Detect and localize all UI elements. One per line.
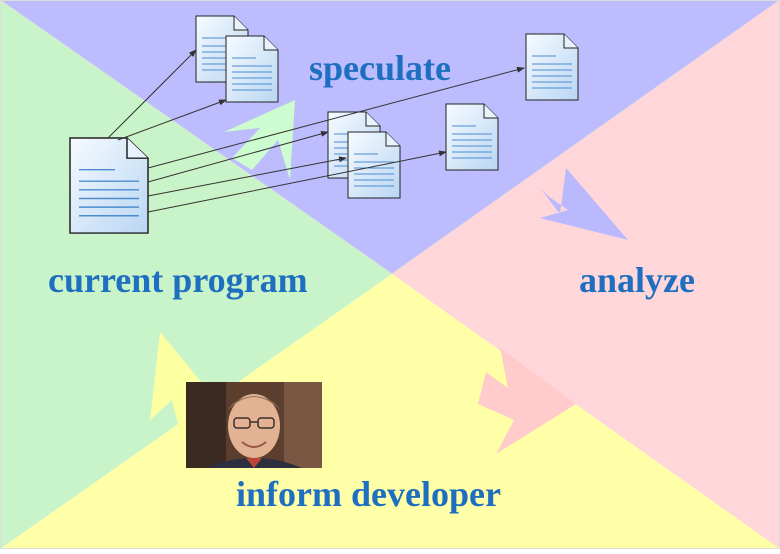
cycle-arrow-to-speculate [224, 100, 295, 180]
connector-arrows [107, 49, 525, 213]
quadrant-inform [0, 274, 780, 549]
label-current-program: current program [48, 260, 308, 300]
document-icon [445, 103, 499, 171]
quadrant-analyze [392, 0, 780, 549]
label-inform-developer: inform developer [236, 474, 501, 514]
developer-photo [186, 382, 322, 468]
quadrant-current [0, 0, 392, 549]
label-analyze: analyze [579, 260, 695, 300]
document-icon [225, 35, 279, 103]
document-icon [525, 33, 579, 101]
document-icon [347, 131, 401, 199]
document-icon [69, 137, 149, 234]
cycle-arrow-to-inform [478, 348, 576, 454]
label-speculate: speculate [309, 48, 451, 88]
cycle-arrow-to-analyze [540, 168, 628, 240]
